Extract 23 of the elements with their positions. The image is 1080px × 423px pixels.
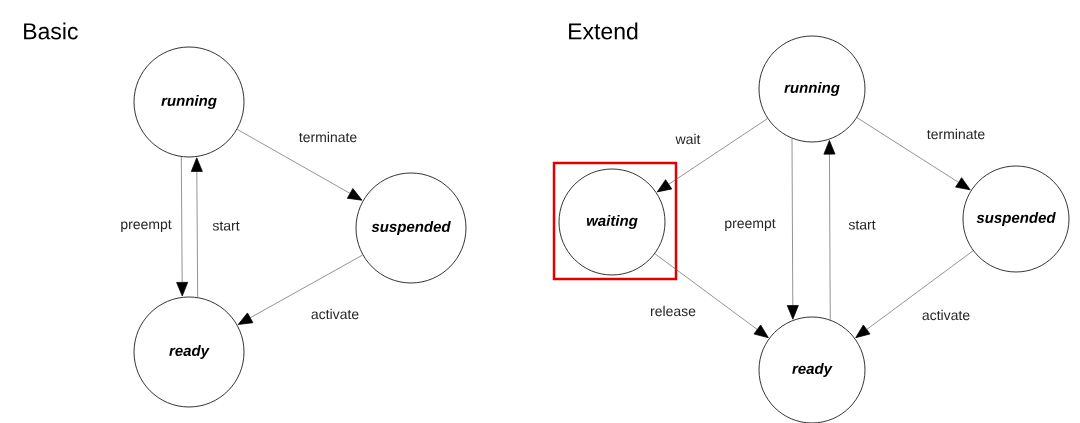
- section-heading: Extend: [569, 22, 638, 40]
- edge-label: start: [847, 219, 877, 231]
- edge-label: wait: [674, 132, 702, 146]
- edge-label: preempt: [119, 219, 173, 233]
- arrow: [855, 250, 974, 338]
- edge-label: terminate: [297, 130, 359, 144]
- edge-label: terminate: [925, 127, 987, 141]
- arrow: [190, 157, 203, 298]
- edge-label: activate: [309, 307, 361, 321]
- edge-label: activate: [920, 308, 972, 322]
- highlight-box: [552, 161, 678, 281]
- arrow: [656, 118, 768, 193]
- section-heading: Basic: [24, 22, 78, 40]
- arrow: [236, 129, 363, 201]
- arrow: [237, 254, 363, 325]
- arrow: [654, 253, 769, 338]
- arrow: [176, 156, 189, 297]
- arrow: [786, 138, 799, 320]
- edge-label: release: [649, 304, 697, 318]
- edge-label: preempt: [723, 218, 777, 232]
- arrow: [823, 140, 836, 321]
- arrow: [856, 117, 971, 191]
- edge-label: start: [211, 220, 241, 232]
